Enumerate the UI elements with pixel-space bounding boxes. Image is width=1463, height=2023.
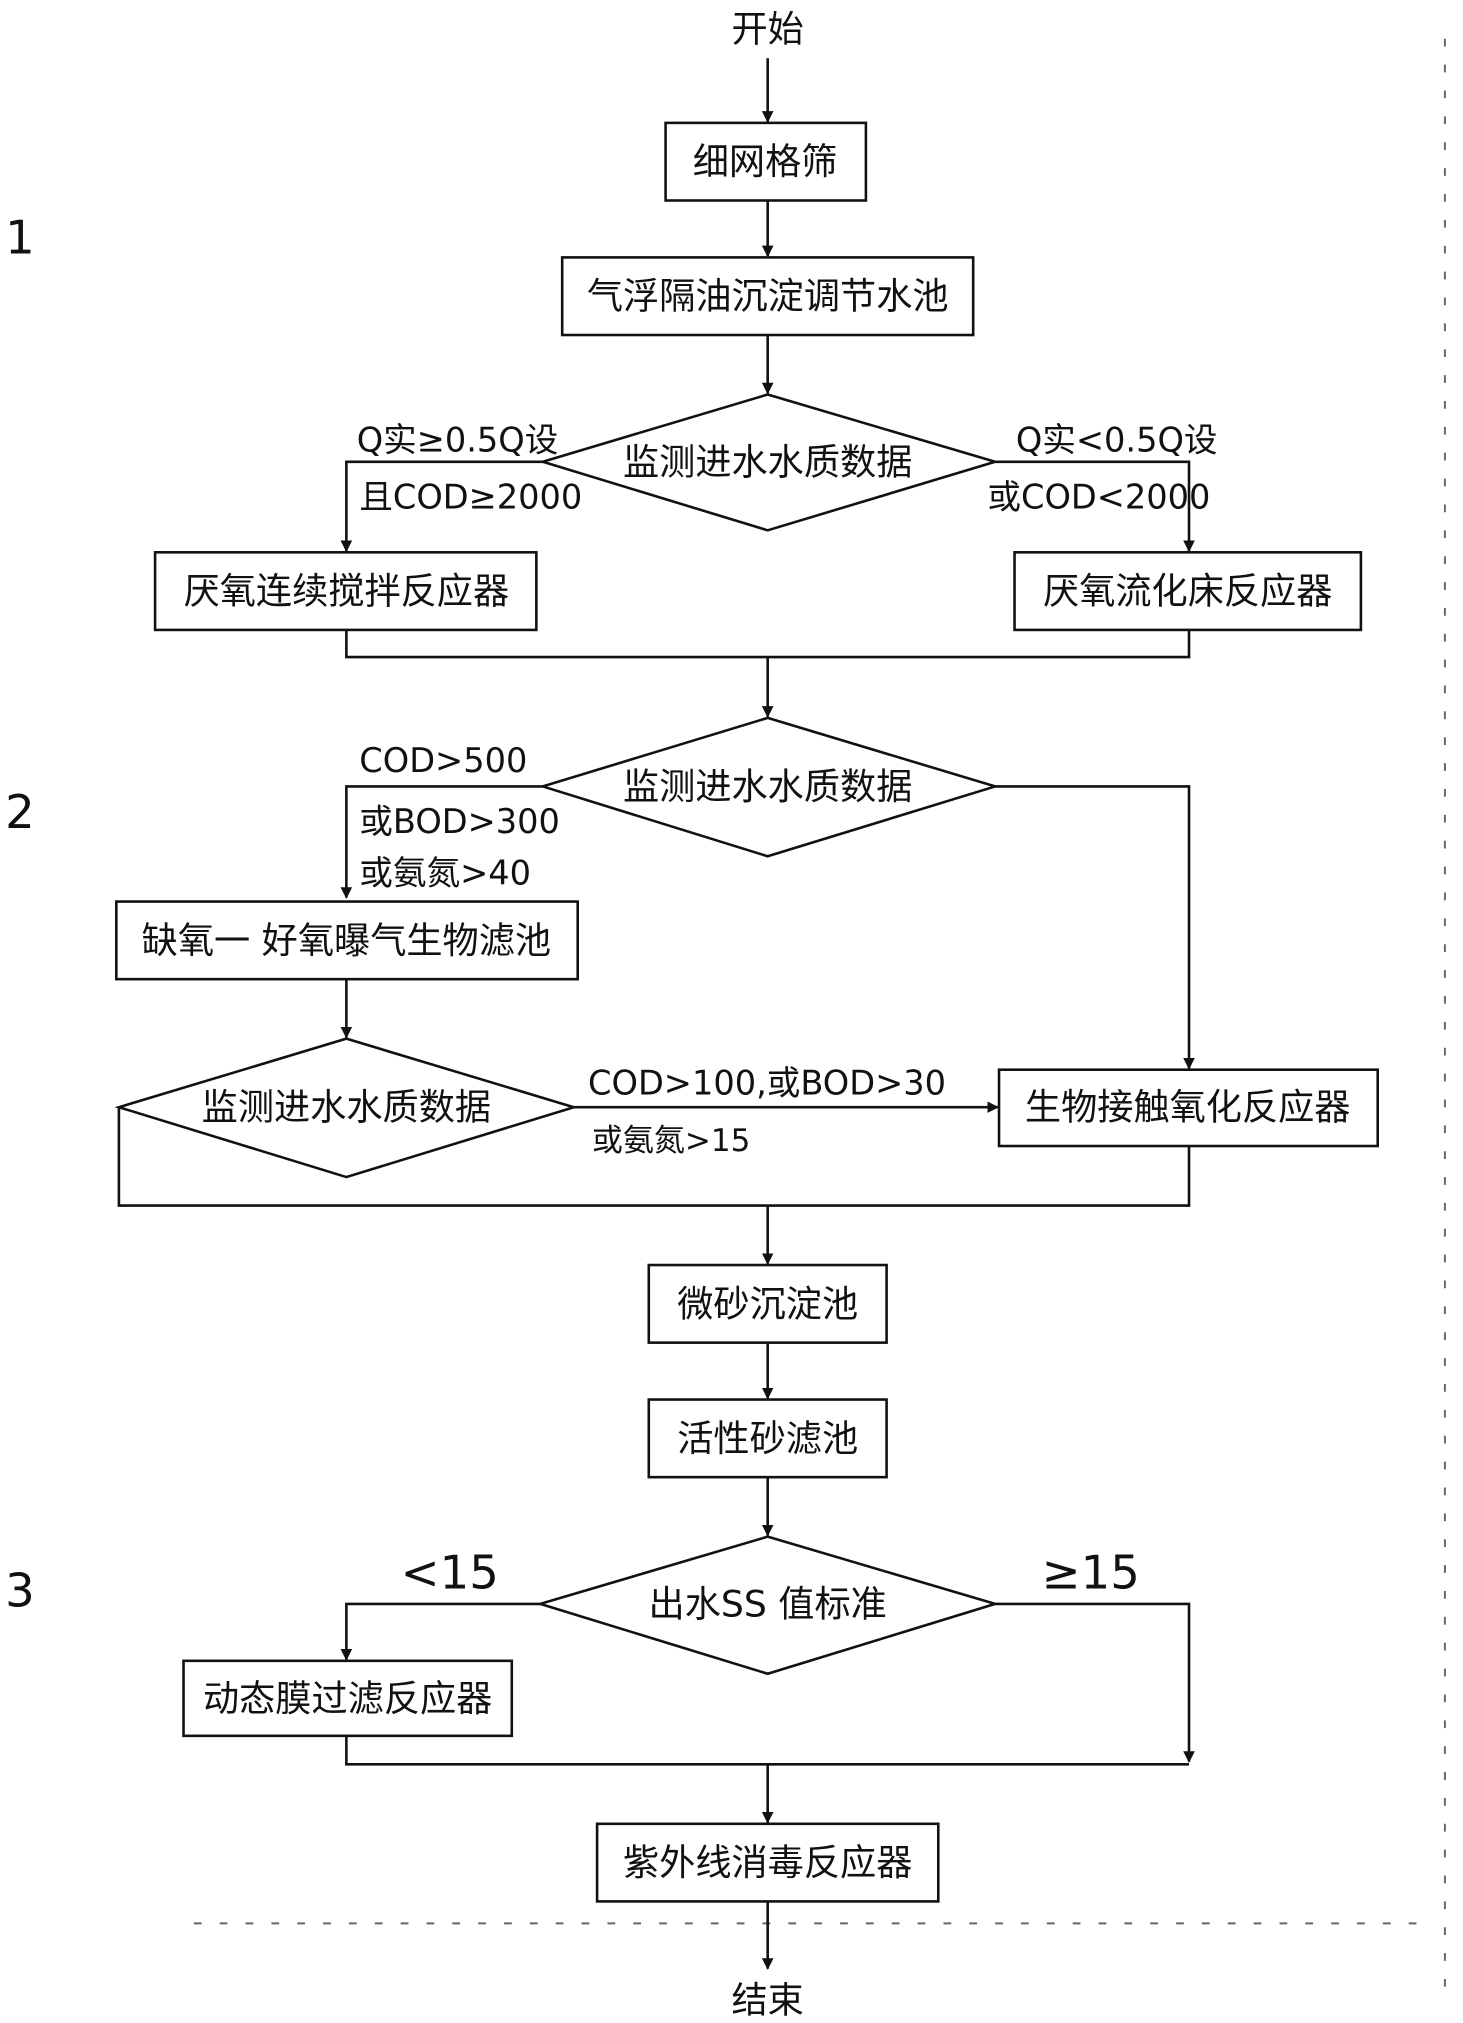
anoxic-aerobic-filter-label: 缺氧一 好氧曝气生物滤池 [142, 919, 551, 962]
anoxic-aerobic-filter-box: 缺氧一 好氧曝气生物滤池 [115, 900, 579, 981]
micro-sand-settling-box: 微砂沉淀池 [647, 1263, 888, 1344]
active-sand-filter-label: 活性砂滤池 [677, 1417, 858, 1460]
condition-left-1b: 且COD≥2000 [359, 477, 582, 516]
start-label: 开始 [732, 7, 804, 50]
uv-disinfection-box: 紫外线消毒反应器 [595, 1822, 940, 1903]
anaerobic-fluidized-bed-box: 厌氧流化床反应器 [1013, 551, 1363, 632]
monitor-decision-2-label: 监测进水水质数据 [623, 765, 912, 808]
condition-left-2c: 或氨氮>40 [359, 854, 531, 893]
stage-label-1: 1 [5, 211, 35, 265]
condition-left-2b: 或BOD>300 [359, 802, 560, 841]
monitor-decision-3-label: 监测进水水质数据 [202, 1086, 491, 1129]
condition-mid-3b: 或氨氮>15 [592, 1123, 750, 1159]
dynamic-membrane-box: 动态膜过滤反应器 [182, 1659, 514, 1738]
monitor-decision-2: 监测进水水质数据 [538, 716, 1000, 858]
fine-screen-label: 细网格筛 [693, 140, 838, 183]
dynamic-membrane-label: 动态膜过滤反应器 [203, 1677, 492, 1720]
monitor-decision-1: 监测进水水质数据 [538, 393, 1000, 532]
flotation-tank-label: 气浮隔油沉淀调节水池 [587, 275, 949, 318]
anaerobic-fluidized-bed-label: 厌氧流化床反应器 [1043, 570, 1332, 613]
ss-check-decision: 出水SS 值标准 [535, 1535, 1000, 1676]
stage-label-2: 2 [5, 785, 35, 839]
bio-contact-oxidation-label: 生物接触氧化反应器 [1025, 1086, 1351, 1129]
micro-sand-settling-label: 微砂沉淀池 [677, 1282, 858, 1325]
anaerobic-cstr-box: 厌氧连续搅拌反应器 [153, 551, 538, 632]
condition-mid-3a: COD>100,或BOD>30 [588, 1063, 946, 1102]
flotation-tank-box: 气浮隔油沉淀调节水池 [560, 256, 975, 337]
anaerobic-cstr-label: 厌氧连续搅拌反应器 [184, 570, 510, 613]
condition-ss-right: ≥15 [1042, 1545, 1140, 1599]
fine-screen-box: 细网格筛 [664, 121, 868, 202]
condition-right-1a: Q实<0.5Q设 [1016, 420, 1218, 459]
ss-check-label: 出水SS 值标准 [649, 1582, 887, 1625]
condition-ss-left: <15 [401, 1545, 499, 1599]
monitor-decision-3: 监测进水水质数据 [114, 1037, 579, 1179]
bio-contact-oxidation-box: 生物接触氧化反应器 [997, 1068, 1379, 1148]
uv-disinfection-label: 紫外线消毒反应器 [623, 1841, 912, 1884]
active-sand-filter-box: 活性砂滤池 [647, 1398, 888, 1479]
condition-left-2a: COD>500 [359, 741, 527, 780]
end-label: 结束 [732, 1979, 804, 2022]
condition-left-1a: Q实≥0.5Q设 [357, 420, 559, 459]
monitor-decision-1-label: 监测进水水质数据 [623, 440, 912, 483]
condition-right-1b: 或COD<2000 [987, 477, 1210, 516]
stage-label-3: 3 [5, 1563, 35, 1617]
edges [117, 58, 1195, 1970]
